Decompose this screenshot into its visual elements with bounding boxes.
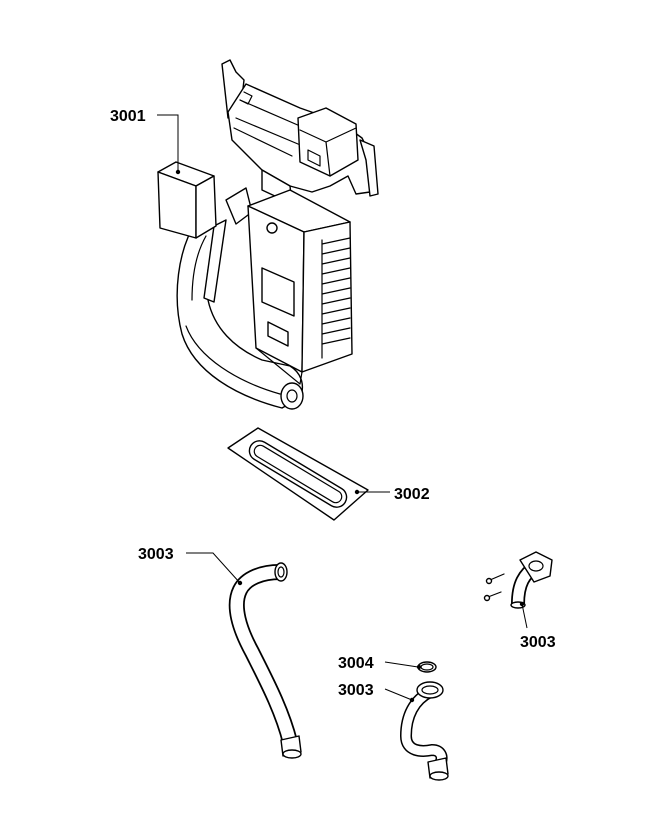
- callout-label: 3002: [394, 486, 430, 503]
- callout-3003-pipe: 3003: [338, 682, 415, 703]
- callout-label: 3004: [338, 655, 374, 672]
- long-hose: [228, 562, 302, 759]
- callout-label: 3001: [110, 108, 146, 125]
- screw-icon: [483, 591, 502, 602]
- main-housing: [247, 189, 353, 385]
- callout-3003-hose: 3003: [138, 546, 243, 586]
- elbow-fitting: [483, 551, 553, 609]
- fan-bracket: [221, 59, 379, 205]
- small-pipe: [399, 681, 449, 781]
- air-duct: [176, 187, 304, 410]
- screw-icon: [485, 573, 505, 585]
- callout-3003-elbow: 3003: [519, 601, 556, 651]
- callout-3004: 3004: [338, 655, 422, 672]
- callout-3001: 3001: [110, 108, 181, 175]
- callout-label: 3003: [138, 546, 174, 563]
- main-assembly: [157, 59, 379, 410]
- gasket: [227, 427, 369, 521]
- callout-label: 3003: [520, 634, 556, 651]
- callout-label: 3003: [338, 682, 374, 699]
- callout-3002: 3002: [354, 486, 430, 503]
- part-3001-box: [157, 161, 217, 239]
